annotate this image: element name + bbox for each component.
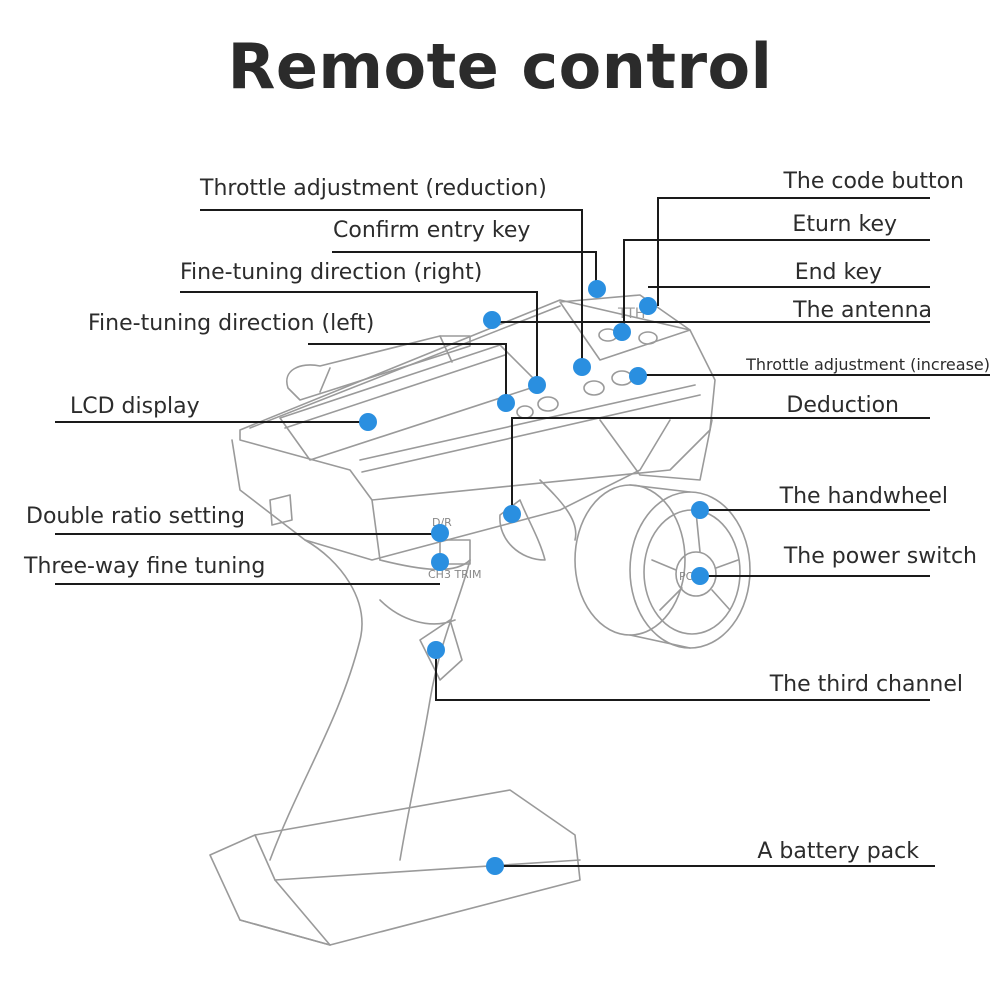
label-fine-right: Fine-tuning direction (right) [180,260,483,285]
label-power-switch: The power switch [783,544,977,569]
marker-code-button [639,297,657,315]
marker-handwheel [691,501,709,519]
marker-double-ratio [431,524,449,542]
leader-lines [55,197,990,867]
marker-fine-left [497,394,515,412]
marker-battery [486,857,504,875]
remote-illustration: TTH POW D/R CH3 TRIM [209,294,751,946]
page-title: Remote control [227,30,773,103]
marker-confirm-entry [588,280,606,298]
label-double-ratio: Double ratio setting [26,504,245,529]
marker-antenna [483,311,501,329]
label-lcd: LCD display [70,394,200,419]
svg-text:CH3 TRIM: CH3 TRIM [428,568,482,581]
label-end-key: End key [794,260,882,285]
label-code-button: The code button [783,169,964,194]
markers [359,280,709,875]
label-three-way: Three-way fine tuning [24,554,266,579]
marker-deduction [503,505,521,523]
marker-throttle-reduction [573,358,591,376]
marker-eturn [613,323,631,341]
marker-fine-right [528,376,546,394]
marker-three-way [431,553,449,571]
marker-power-switch [691,567,709,585]
label-antenna: The antenna [793,298,932,323]
label-confirm-entry: Confirm entry key [333,218,531,243]
label-third-channel: The third channel [769,672,963,697]
label-eturn: Eturn key [792,212,897,237]
label-battery: A battery pack [757,839,919,864]
marker-third-channel [427,641,445,659]
marker-throttle-increase [629,367,647,385]
label-throttle-increase: Throttle adjustment (increase) [746,355,990,374]
marker-lcd [359,413,377,431]
label-fine-left: Fine-tuning direction (left) [88,311,375,336]
label-handwheel: The handwheel [779,484,948,509]
label-throttle-reduction: Throttle adjustment (reduction) [200,176,547,201]
label-deduction: Deduction [786,393,899,418]
